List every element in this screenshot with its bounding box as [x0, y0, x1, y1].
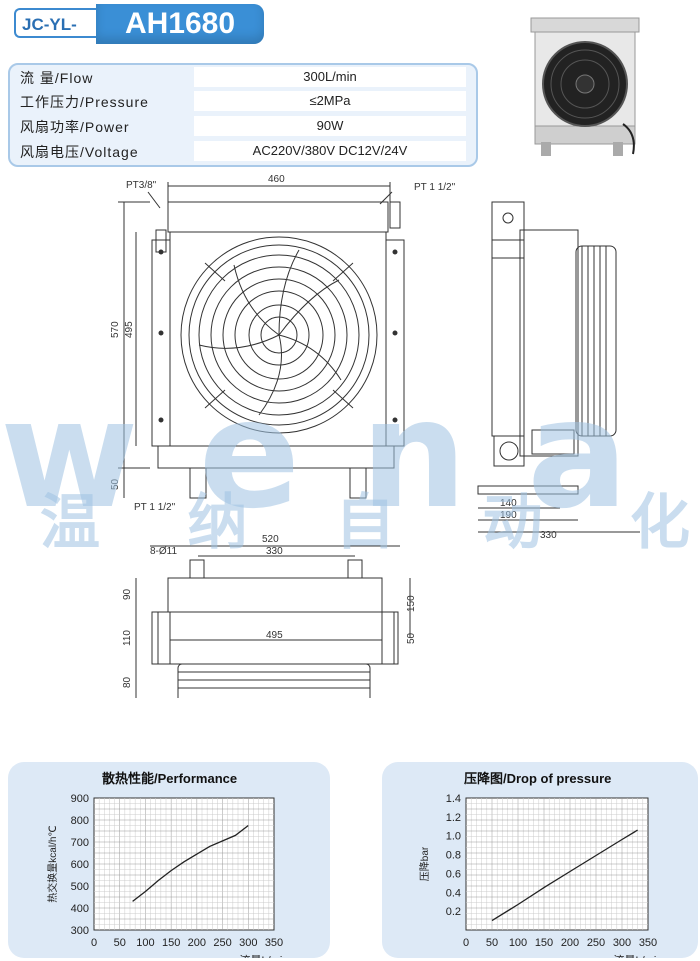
- series-line: [491, 829, 638, 922]
- label-port-top-left: PT3/8": [126, 180, 157, 191]
- performance-chart: 0 50 100 150 200 250 300 350 300 400 500 600 700 800 9…: [46, 793, 289, 958]
- dim-front-height-inner: 495: [124, 321, 135, 338]
- y-tick-label: 500: [71, 881, 89, 893]
- y-axis-label: 压降bar: [418, 846, 431, 881]
- x-tick-label: 300: [613, 937, 631, 949]
- dim-front-bottom: 50: [110, 478, 121, 490]
- product-photo: [530, 17, 640, 156]
- dim-top-inner: 330: [266, 546, 283, 557]
- dim-top-h3: 80: [122, 676, 133, 688]
- dim-top-outer: 520: [262, 534, 279, 545]
- x-tick-label: 250: [213, 937, 231, 949]
- x-tick-label: 350: [265, 937, 283, 949]
- y-tick-label: 600: [71, 859, 89, 871]
- model-prefix: JC-YL-: [14, 8, 96, 38]
- y-tick-label: 1.4: [446, 793, 461, 805]
- spec-table: 流 量/Flow 300L/min 工作压力/Pressure ≤2MPa 风扇…: [8, 63, 478, 167]
- label-port-bottom: PT 1 1/2": [134, 502, 176, 513]
- dim-top-r1: 150: [406, 595, 417, 612]
- x-tick-label: 300: [239, 937, 257, 949]
- watermark-char: 动: [482, 488, 543, 558]
- dim-top-core: 495: [266, 630, 283, 641]
- spec-label: 风扇电压/Voltage: [20, 144, 139, 160]
- y-tick-label: 0.4: [446, 887, 461, 899]
- dim-side-1: 140: [500, 498, 517, 509]
- y-tick-label: 800: [71, 815, 89, 827]
- spec-row-flow: 流 量/Flow 300L/min: [10, 66, 472, 89]
- y-tick-label: 0.6: [446, 868, 461, 880]
- spec-row-pressure: 工作压力/Pressure ≤2MPa: [10, 90, 472, 113]
- y-tick-label: 0.8: [446, 850, 461, 862]
- x-tick-label: 0: [463, 937, 469, 949]
- x-tick-label: 100: [509, 937, 527, 949]
- dim-side-3: 330: [540, 530, 557, 541]
- x-tick-label: 150: [162, 937, 180, 949]
- spec-row-power: 风扇功率/Power 90W: [10, 115, 472, 138]
- y-tick-label: 400: [71, 903, 89, 915]
- dim-top-r2: 50: [406, 632, 417, 644]
- watermark-char: 化: [630, 488, 690, 558]
- x-tick-label: 200: [561, 937, 579, 949]
- y-tick-label: 300: [71, 925, 89, 937]
- performance-chart-title: 散热性能/Performance: [102, 771, 238, 786]
- watermark-char: 自: [335, 488, 395, 558]
- dim-front-height-outer: 570: [110, 321, 121, 338]
- watermark-logo: wena: [0, 368, 689, 542]
- x-tick-label: 100: [136, 937, 154, 949]
- y-axis-label: 热交换量kcal/h℃: [46, 825, 59, 902]
- x-tick-label: 250: [587, 937, 605, 949]
- performance-chart-panel: 散热性能/Performance 0 50 100 150 200 250 300 350 30…: [8, 762, 330, 958]
- dim-side-2: 190: [500, 510, 517, 521]
- watermark-char: 纳: [187, 488, 248, 558]
- spec-value: 300L/min: [194, 67, 466, 87]
- dim-front-width: 460: [268, 174, 285, 185]
- spec-label: 工作压力/Pressure: [20, 94, 149, 110]
- spec-value: AC220V/380V DC12V/24V: [194, 141, 466, 161]
- spec-row-voltage: 风扇电压/Voltage AC220V/380V DC12V/24V: [10, 140, 472, 163]
- spec-label: 风扇功率/Power: [20, 119, 130, 135]
- x-tick-label: 350: [639, 937, 657, 949]
- y-tick-label: 900: [71, 793, 89, 805]
- spec-value: ≤2MPa: [194, 91, 466, 111]
- pressure-chart-panel: 压降图/Drop of pressure 0 50 100 150 200 250 300 3…: [382, 762, 698, 958]
- y-tick-label: 0.2: [446, 906, 461, 918]
- series-line: [132, 824, 249, 902]
- x-axis-label: 流量L/min: [240, 953, 289, 958]
- watermark-char: 温: [40, 488, 100, 558]
- x-tick-label: 50: [114, 937, 126, 949]
- technical-drawing: PT3/8" 460 PT 1 1/2" 570 495 50 PT 1 1/2…: [110, 174, 640, 698]
- x-tick-label: 200: [188, 937, 206, 949]
- y-tick-label: 1.2: [446, 812, 461, 824]
- model-name: AH1680: [96, 4, 264, 44]
- spec-value: 90W: [194, 116, 466, 136]
- x-tick-label: 150: [535, 937, 553, 949]
- dim-top-h1: 90: [122, 588, 133, 600]
- x-tick-label: 50: [486, 937, 498, 949]
- pressure-chart-title: 压降图/Drop of pressure: [464, 771, 612, 786]
- dim-top-h2: 110: [122, 630, 133, 646]
- y-tick-label: 1.0: [446, 831, 461, 843]
- label-holes: 8-Ø11: [150, 546, 177, 557]
- x-tick-label: 0: [91, 937, 97, 949]
- x-axis-label: 流量L/min: [614, 953, 663, 958]
- pressure-chart: 0 50 100 150 200 250 300 350 0.2 0.4 0.6 0.8 1.0 1.2 1…: [418, 793, 663, 958]
- y-tick-label: 700: [71, 837, 89, 849]
- watermark-chinese: 温 纳 自 动 化: [40, 488, 690, 558]
- spec-label: 流 量/Flow: [20, 70, 94, 86]
- label-port-top-right: PT 1 1/2": [414, 182, 456, 193]
